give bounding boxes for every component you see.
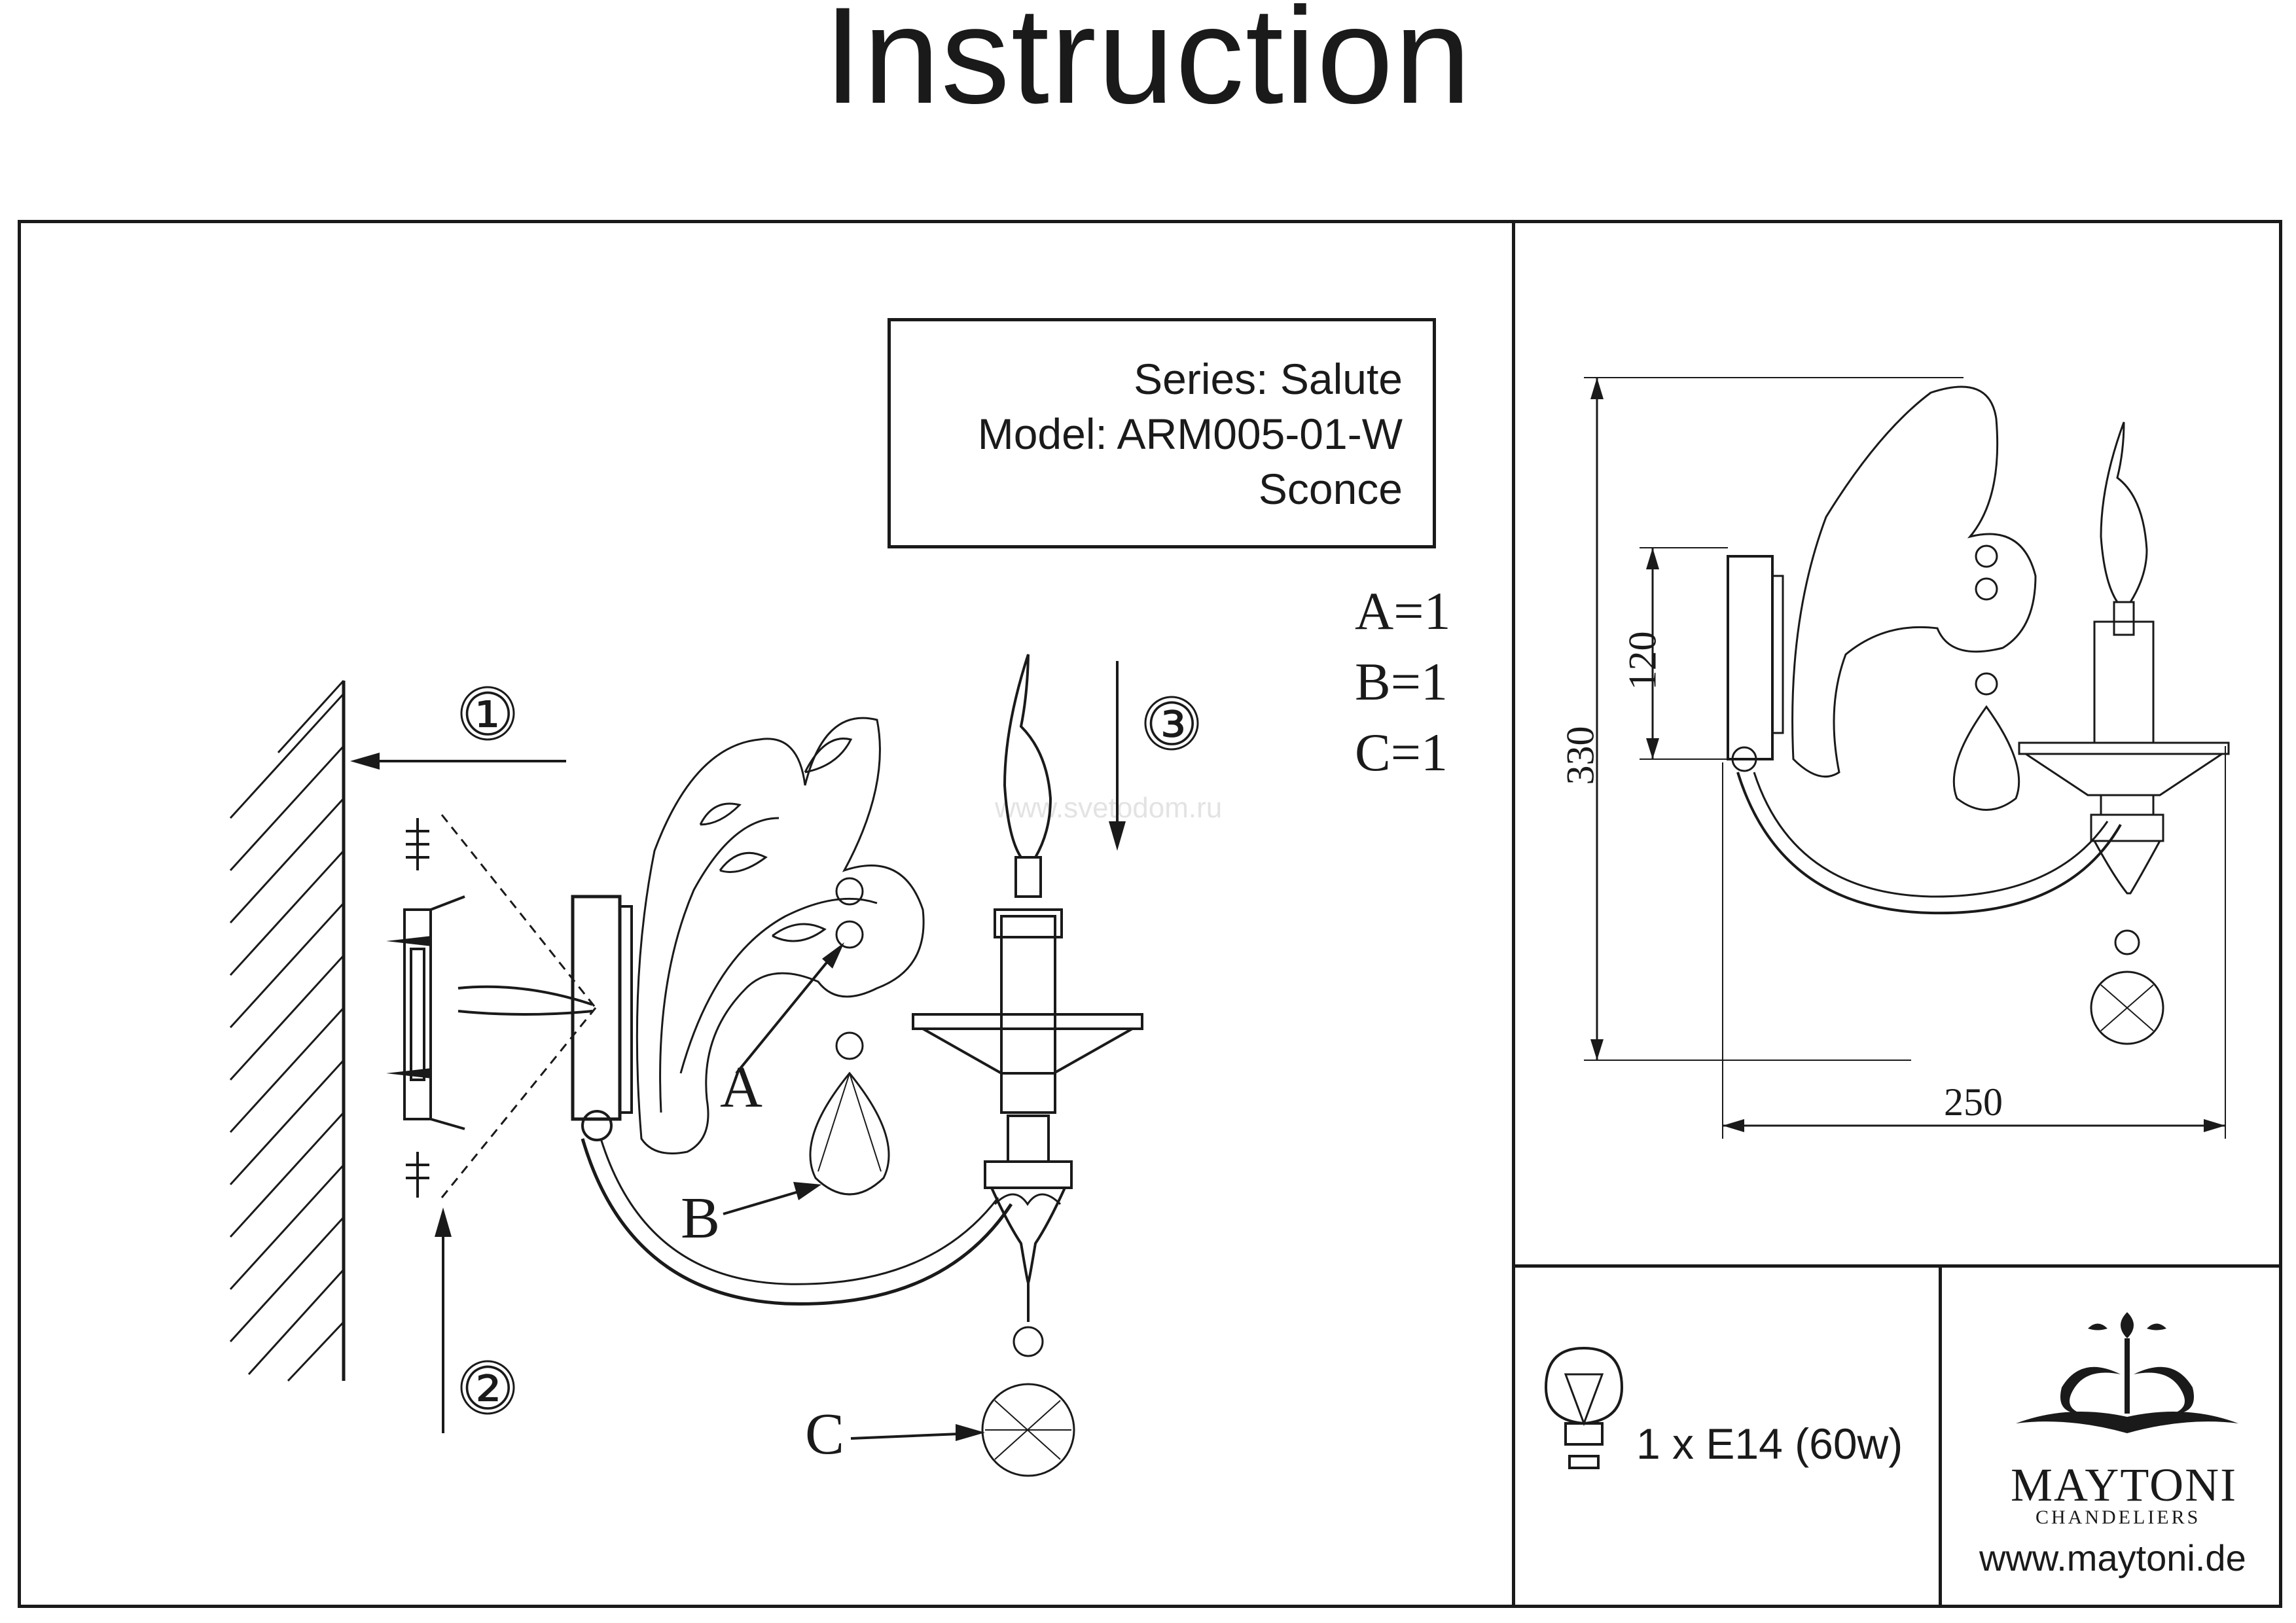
- label-a: A: [720, 1055, 762, 1120]
- candle-holder: [912, 908, 1143, 1322]
- step-3-label: ③: [1145, 693, 1198, 758]
- frame-divider-vertical: [1512, 220, 1515, 1608]
- drawing-frame: [18, 220, 2282, 1608]
- product-type-text: Sconce: [1258, 465, 1403, 513]
- wall-hatching: [229, 679, 345, 1382]
- label-b: B: [681, 1186, 721, 1251]
- decorative-leaf: [636, 717, 925, 1154]
- watermark: www.svetodom.ru: [995, 792, 1223, 824]
- crystal-a: [835, 877, 864, 1060]
- brand-name: MAYTONI: [2011, 1459, 2238, 1511]
- series-text: Series: Salute: [1134, 355, 1403, 403]
- step-2-circle: [460, 1360, 515, 1415]
- crystal-c: [981, 1383, 1075, 1477]
- candle-bulb: [1003, 654, 1052, 898]
- brand-subtitle: CHANDELIERS: [2036, 1507, 2201, 1528]
- product-info-box: Series: Salute Model: ARM005-01-W Sconce: [888, 318, 1436, 548]
- parts-count: A=1 B=1 C=1: [1355, 576, 1450, 788]
- bulb-icon: [1544, 1346, 1624, 1469]
- pointer-c: [850, 1432, 976, 1440]
- crystal-c-top: [1013, 1326, 1044, 1357]
- part-count-a: A=1: [1355, 581, 1451, 641]
- step-2-label: ②: [461, 1357, 514, 1422]
- step-1-label: ①: [461, 683, 514, 748]
- dimension-width-label: 250: [1944, 1080, 2003, 1124]
- screw-bottom: [386, 1068, 432, 1079]
- step-3-circle: [1144, 696, 1199, 751]
- backplate: [571, 895, 622, 1121]
- dimension-drawing: [1584, 377, 2230, 1139]
- model-text: Model: ARM005-01-W: [977, 410, 1403, 458]
- pointer-a: [735, 948, 839, 1075]
- lamp-spec: 1 x E14 (60w): [1636, 1419, 1903, 1468]
- crystal-b: [809, 1071, 890, 1196]
- mounting-bracket: [403, 818, 465, 1198]
- label-c: C: [805, 1402, 845, 1467]
- brand-url: www.maytoni.de: [1979, 1537, 2246, 1578]
- step-1-circle: [460, 686, 515, 741]
- page-title: Instruction: [823, 0, 1473, 132]
- screw-top: [386, 936, 432, 946]
- part-count-b: B=1: [1355, 652, 1448, 711]
- dimension-height-label: 330: [1558, 726, 1602, 785]
- dimension-backplate-label: 120: [1621, 631, 1664, 690]
- arm: [581, 1138, 1013, 1306]
- brand-logo-icon: [2016, 1312, 2238, 1433]
- part-count-c: C=1: [1355, 722, 1448, 782]
- logo-divider: [1939, 1264, 1942, 1608]
- frame-divider-horizontal: [1512, 1264, 2282, 1268]
